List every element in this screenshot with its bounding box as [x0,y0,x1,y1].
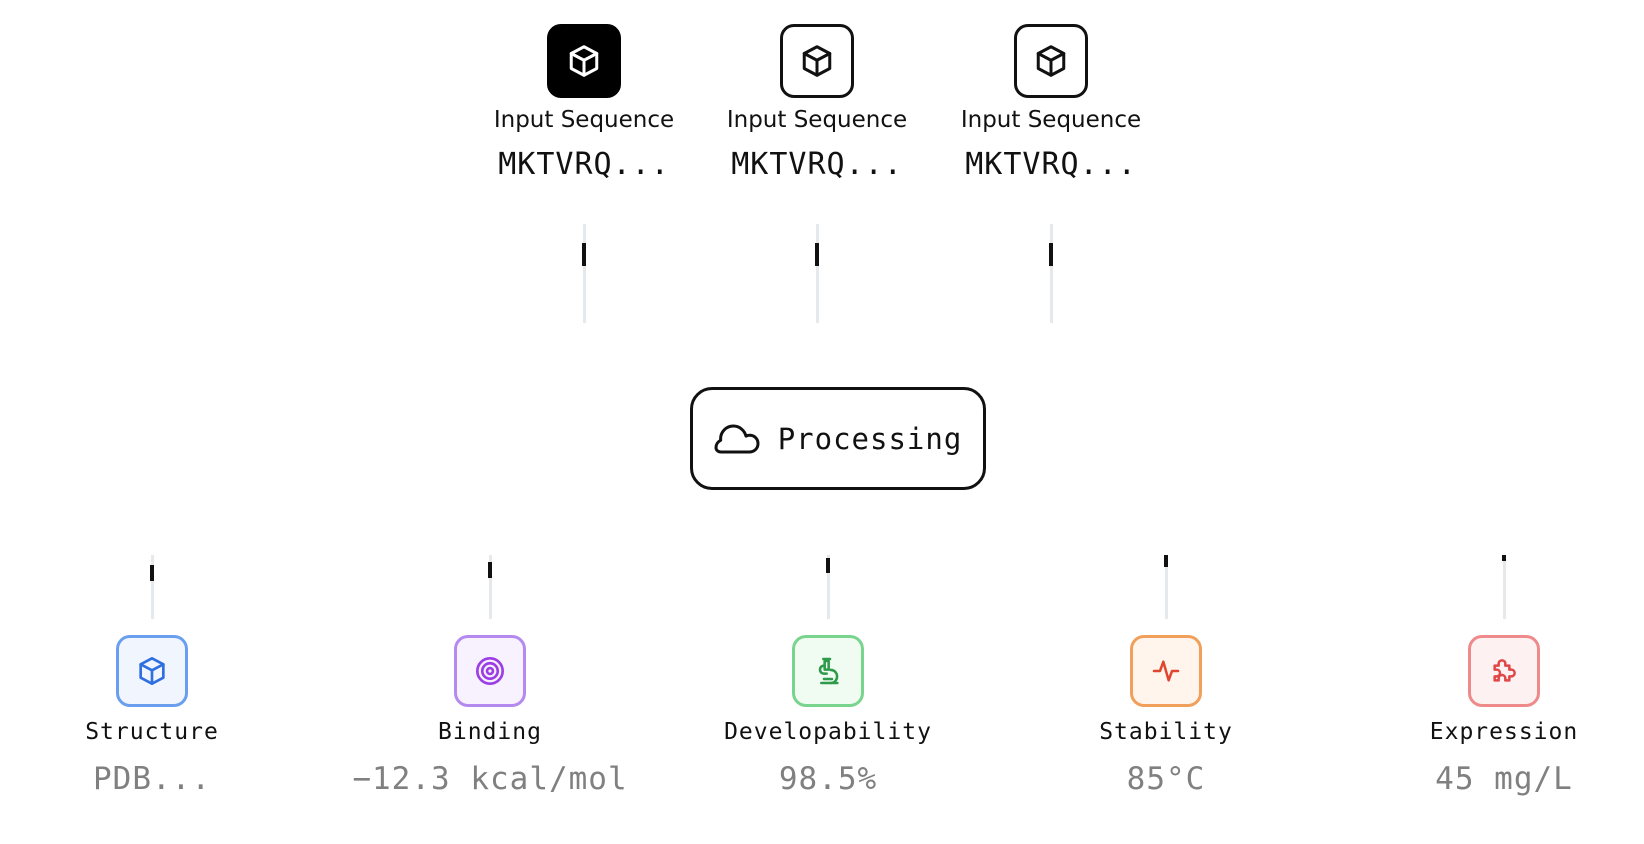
output-value: −12.3 kcal/mol [352,761,628,797]
input-node-2[interactable]: Input Sequence MKTVRQ... [707,24,927,182]
cube-icon [569,45,599,77]
processing-node[interactable]: Processing [690,387,986,490]
output-label: Binding [438,719,542,745]
puzzle-icon [1493,659,1516,682]
microscope-icon [818,657,839,685]
flow-indicator [582,243,586,266]
output-label: Stability [1099,719,1233,745]
output-icon-box[interactable] [1468,635,1540,707]
output-connector-5 [1503,555,1506,619]
cloud-icon [714,424,760,453]
cube-icon [139,657,165,685]
flow-indicator [1164,555,1168,567]
output-node-expression[interactable]: Expression 45 mg/L [1344,635,1644,797]
flow-indicator [1049,243,1053,266]
output-icon-box[interactable] [116,635,188,707]
flow-indicator [488,562,492,578]
output-label: Developability [724,719,932,745]
input-value: MKTVRQ... [965,147,1137,182]
input-label: Input Sequence [960,107,1142,133]
flow-indicator [150,565,154,581]
cube-icon [802,45,832,77]
processing-label: Processing [777,421,963,456]
input-node-1[interactable]: Input Sequence MKTVRQ... [474,24,694,182]
input-connector-3 [1050,224,1053,323]
input-connector-1 [583,224,586,323]
pulse-icon [1152,660,1180,682]
output-label: Structure [85,719,219,745]
input-icon-box[interactable] [547,24,621,98]
output-connector-2 [489,555,492,619]
input-label: Input Sequence [493,107,675,133]
output-icon-box[interactable] [454,635,526,707]
output-value: 45 mg/L [1435,761,1573,797]
input-label: Input Sequence [726,107,908,133]
output-icon-box[interactable] [792,635,864,707]
input-icon-box[interactable] [1014,24,1088,98]
output-icon-box[interactable] [1130,635,1202,707]
output-node-structure[interactable]: Structure PDB... [0,635,312,797]
output-value: 98.5% [778,761,878,797]
output-connector-3 [827,555,830,619]
output-label: Expression [1429,719,1579,745]
flow-indicator [826,558,830,573]
cube-icon [1036,45,1066,77]
input-node-3[interactable]: Input Sequence MKTVRQ... [941,24,1161,182]
flow-indicator [815,243,819,266]
target-icon [476,657,504,685]
output-node-stability[interactable]: Stability 85°C [1006,635,1326,797]
output-value: PDB... [93,761,211,797]
input-value: MKTVRQ... [731,147,903,182]
output-connector-4 [1165,555,1168,619]
input-icon-box[interactable] [780,24,854,98]
output-value: 85°C [1126,761,1206,797]
output-connector-1 [151,555,154,619]
input-value: MKTVRQ... [498,147,670,182]
output-node-developability[interactable]: Developability 98.5% [668,635,988,797]
output-node-binding[interactable]: Binding −12.3 kcal/mol [330,635,650,797]
input-connector-2 [816,224,819,323]
flow-indicator [1502,555,1506,561]
